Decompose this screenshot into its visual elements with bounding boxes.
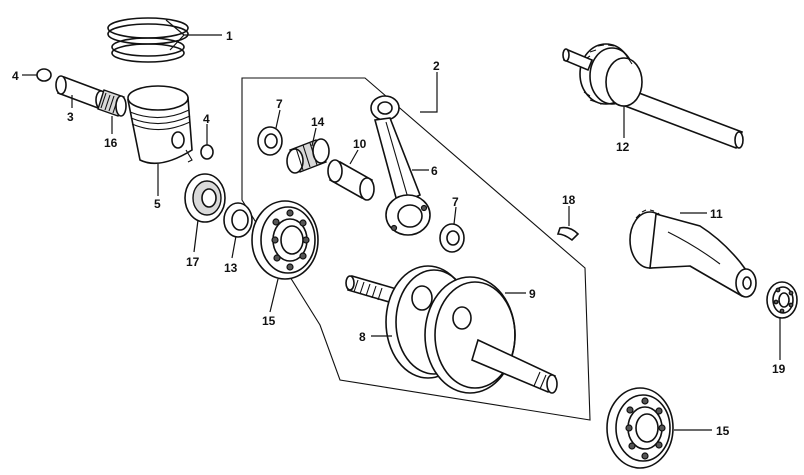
part-label-6: 6 [431, 164, 438, 178]
small-end-bearing [97, 89, 127, 117]
part-label-15-lower: 15 [716, 424, 730, 438]
thrust-washer-upper [257, 126, 283, 156]
connecting-rod [370, 95, 431, 236]
thrust-washer-lower [439, 223, 465, 253]
piston-pin [55, 75, 107, 110]
part-label-1: 1 [226, 29, 233, 43]
drive-shaft-gear [562, 43, 744, 150]
part-label-13: 13 [224, 261, 238, 275]
part-label-12: 12 [616, 140, 630, 154]
part-label-4-right: 4 [203, 112, 210, 126]
part-label-19: 19 [772, 362, 786, 376]
part-label-9: 9 [529, 287, 536, 301]
collar [223, 202, 253, 238]
part-label-14: 14 [311, 115, 325, 129]
kick-shaft [629, 209, 757, 298]
small-ball-bearing [766, 281, 798, 319]
ball-bearing-lower [606, 387, 674, 469]
crankshaft [345, 265, 558, 394]
part-label-18: 18 [562, 193, 576, 207]
part-label-10: 10 [353, 137, 367, 151]
part-label-4-left: 4 [12, 69, 19, 83]
part-label-8: 8 [359, 330, 366, 344]
piston-rings [107, 17, 189, 63]
part-label-15-left: 15 [262, 314, 276, 328]
part-label-7-lower: 7 [452, 195, 459, 209]
part-label-7-upper: 7 [276, 97, 283, 111]
part-label-16: 16 [104, 136, 118, 150]
ball-bearing-left [251, 200, 319, 280]
part-label-2: 2 [433, 59, 440, 73]
part-label-3: 3 [67, 110, 74, 124]
oil-seal [184, 173, 226, 223]
circlip-left [36, 68, 52, 82]
assembly-boundary [241, 77, 591, 421]
part-label-11: 11 [710, 207, 723, 221]
woodruff-key [556, 226, 580, 242]
crank-pin [327, 159, 375, 201]
leader-lines [22, 19, 781, 431]
big-end-bearing [286, 138, 330, 174]
piston [127, 85, 193, 165]
part-label-5: 5 [154, 197, 161, 211]
circlip-right [200, 144, 214, 160]
part-label-17: 17 [186, 255, 200, 269]
